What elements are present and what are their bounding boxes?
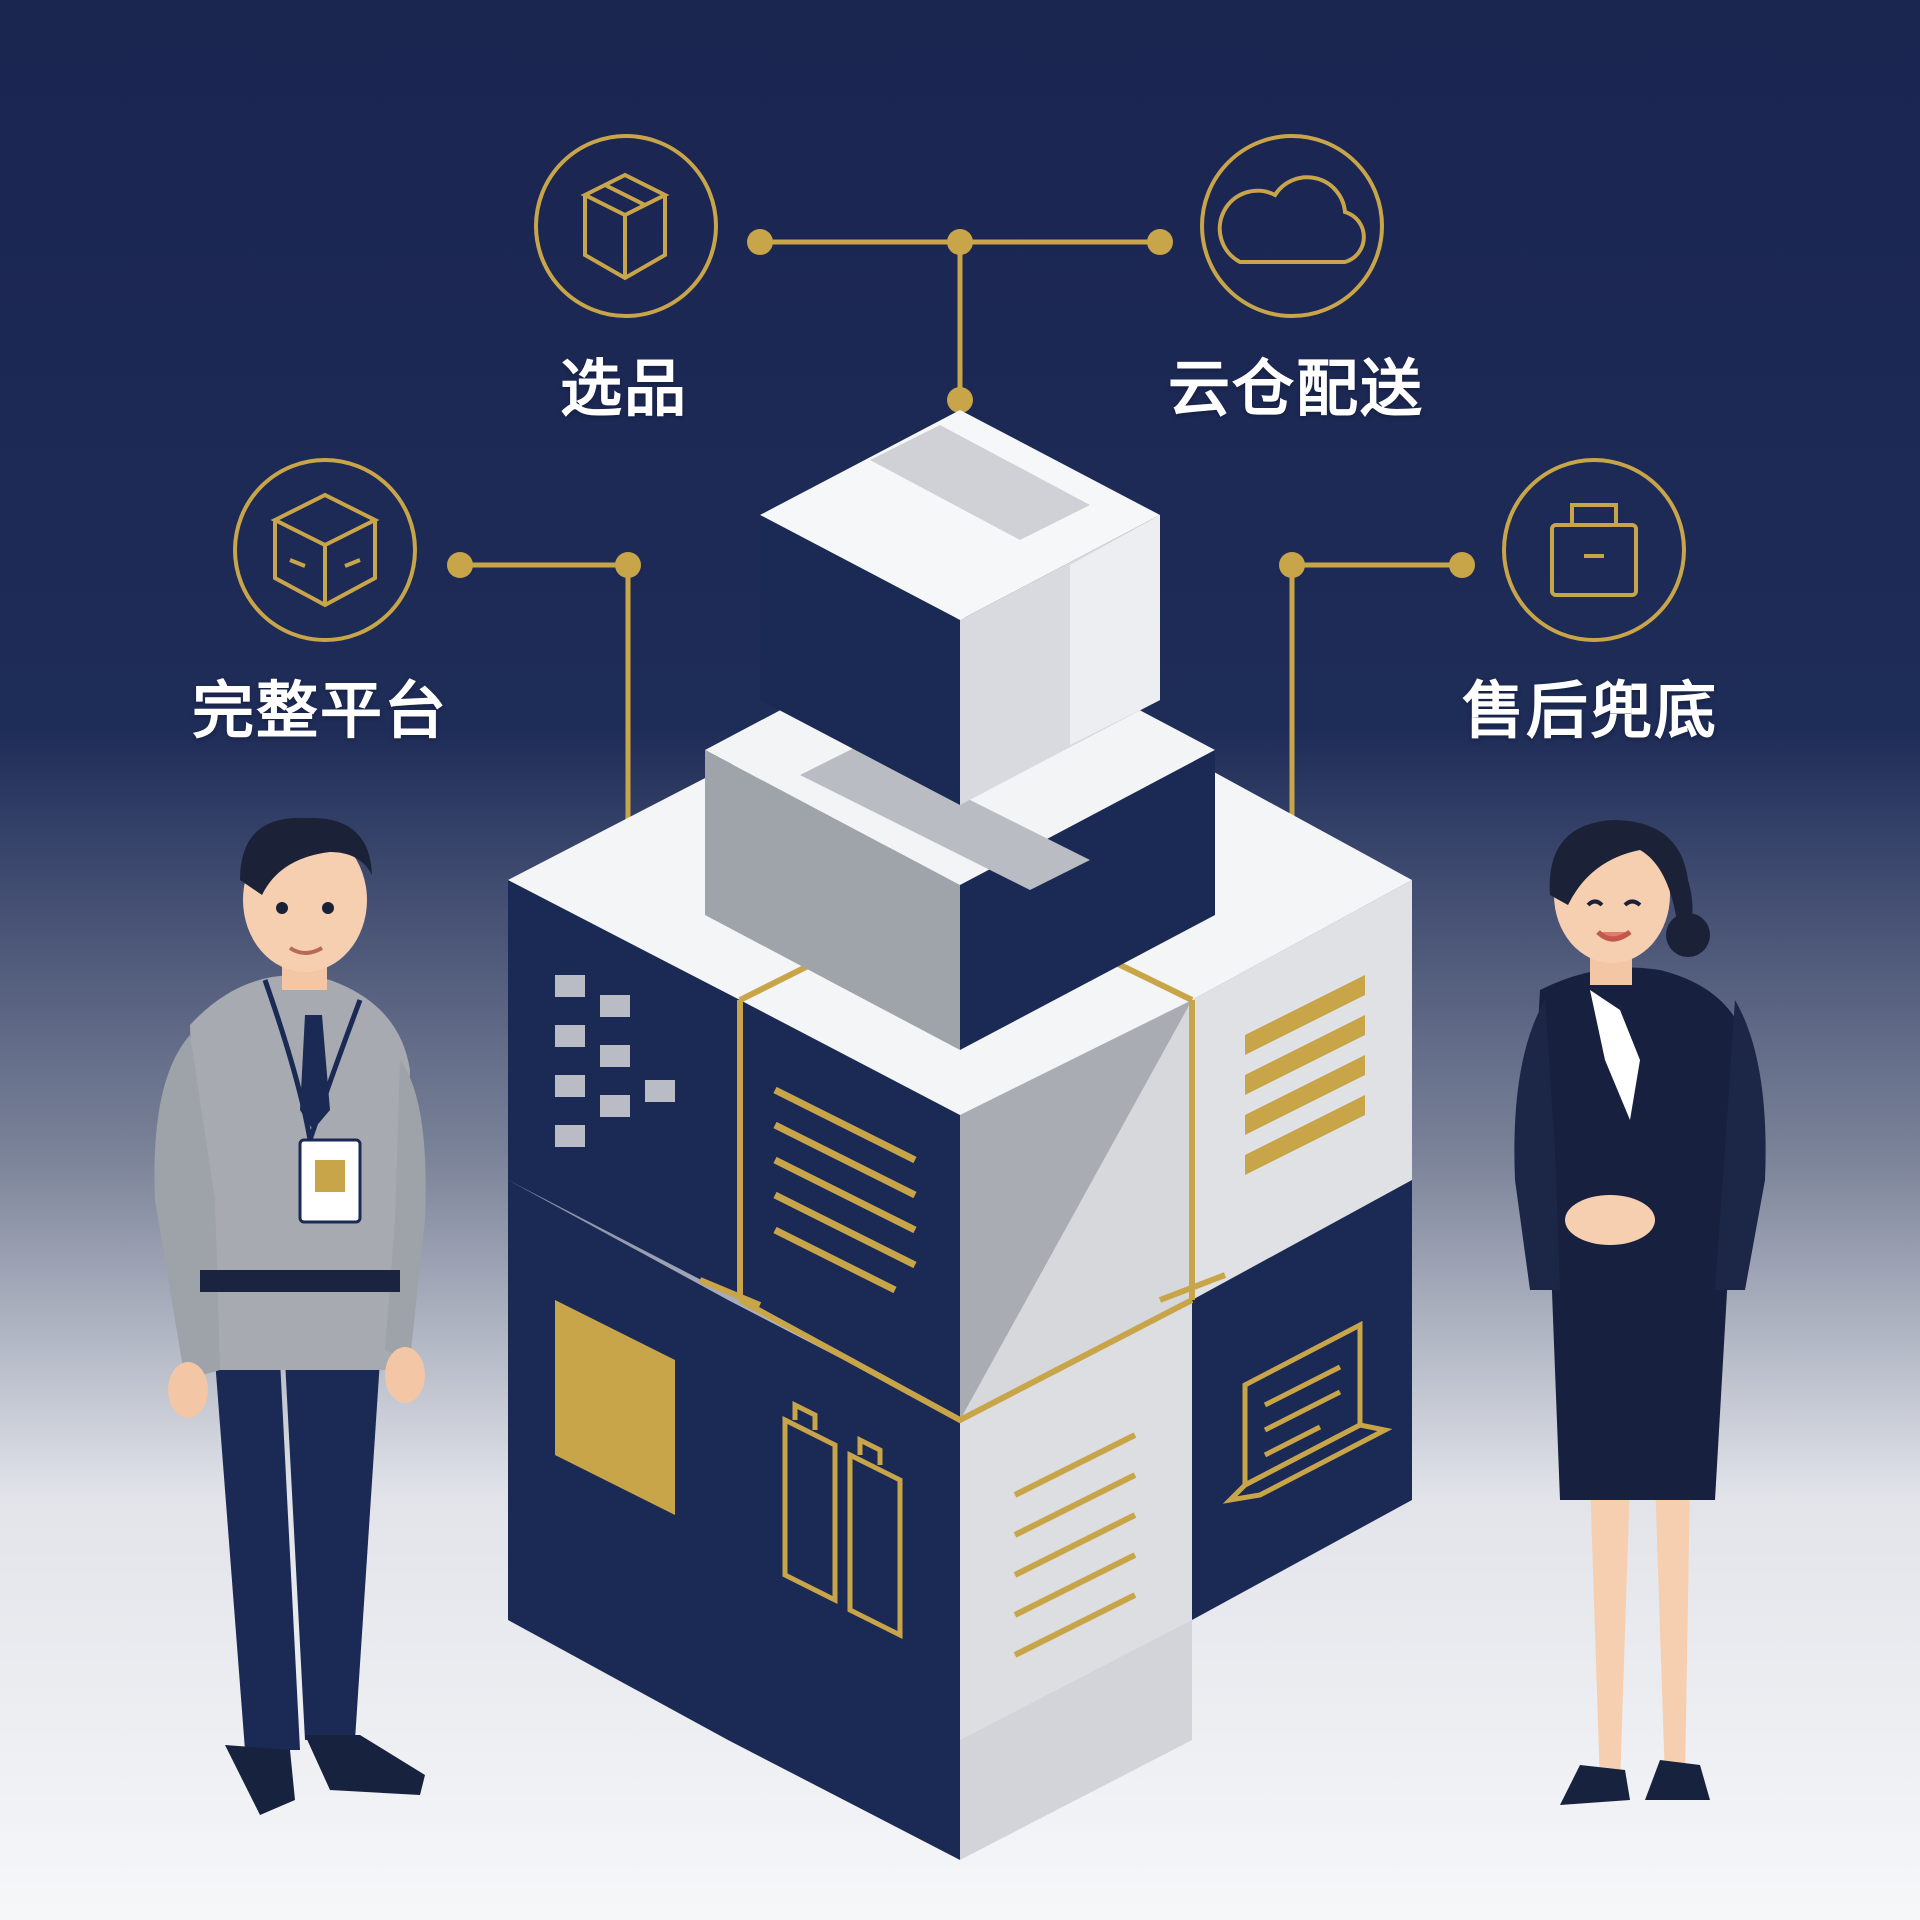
boxes-icon — [534, 134, 718, 318]
cloud-delivery-label: 云仓配送 — [1168, 352, 1425, 425]
text-lines-left — [773, 1086, 917, 1294]
man-figure — [154, 817, 426, 1815]
complete-platform-label: 完整平台 — [192, 674, 449, 747]
gold-square — [555, 1300, 675, 1515]
package-icon — [233, 458, 417, 642]
grid-squares — [555, 975, 675, 1147]
laptop-icon — [1222, 1320, 1393, 1504]
lock-icon — [1502, 458, 1686, 642]
gift-boxes-icon — [782, 1400, 903, 1640]
woman-figure — [1514, 820, 1766, 1805]
gold-bars-right — [1245, 975, 1365, 1175]
selection-label: 选品 — [560, 352, 689, 425]
text-lines-bottom — [1013, 1432, 1137, 1658]
block-tower — [508, 410, 1412, 1860]
after-sales-label: 售后兜底 — [1462, 674, 1719, 747]
cloud-icon — [1200, 134, 1384, 318]
